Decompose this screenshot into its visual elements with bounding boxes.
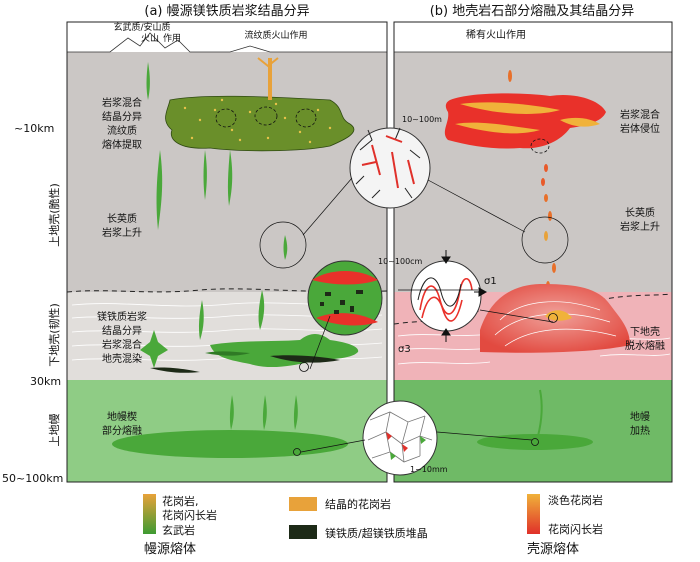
b-lower-line-2: 脱水熔融 <box>625 339 665 352</box>
legend-basalt: 玄武岩 <box>162 523 195 537</box>
b-felsic-line-1: 长英质 <box>625 206 655 219</box>
legend-granodiorite: 花岗闪长岩 <box>548 522 603 536</box>
sigma-3-label: σ3 <box>398 344 411 355</box>
b-mix-line-1: 岩浆混合 <box>620 108 660 121</box>
rare-volcano-label: 稀有火山作用 <box>466 28 526 41</box>
b-mix-line-2: 岩体侵位 <box>620 122 660 135</box>
depth-50-100km: 50~100km <box>2 472 63 485</box>
volcano-label-1: 玄武质/安山质 <box>113 21 170 33</box>
a-felsic-line-2: 岩浆上升 <box>102 226 142 239</box>
legend-crust-melt: 壳源熔体 <box>527 542 579 557</box>
b-lower-line-1: 下地壳 <box>630 325 660 338</box>
mantle-melt-zone-b <box>477 434 593 450</box>
legend-crust-melt-swatch <box>527 494 540 534</box>
panel-b <box>393 21 673 483</box>
chamber-speckles <box>183 98 332 144</box>
a-mix-line-3: 流纹质 <box>107 124 137 137</box>
depth-10km: ~10km <box>14 122 54 135</box>
legend-granite-line-1: 花岗岩, <box>162 494 199 508</box>
a-lower-line-1: 镁铁质岩浆 <box>97 310 147 323</box>
b-mantle-line-2: 加热 <box>630 424 650 437</box>
panel-a-surface <box>67 32 387 53</box>
inset-mixing <box>307 260 383 336</box>
volcano-label-2: 火山 <box>141 33 159 44</box>
panel-b-title: (b) 地壳岩石部分熔融及其结晶分异 <box>430 4 635 19</box>
legend-leuco-granite: 淡色花岗岩 <box>548 493 603 507</box>
basalt-dykes-a <box>146 62 298 430</box>
legend-swatches <box>143 494 540 539</box>
mantle-melt-zone-a <box>112 430 348 458</box>
rhyolite-conduit <box>268 58 272 100</box>
scale-1-10mm: 1~10mm <box>410 465 448 474</box>
a-felsic-line-1: 长英质 <box>107 212 137 225</box>
upper-crust-label: 上地壳(脆性) <box>47 183 61 247</box>
a-mantle-line-2: 部分熔融 <box>102 424 142 437</box>
volcano-label-3: 作用 <box>163 32 181 44</box>
legend-mantle-melt-swatch <box>143 494 156 534</box>
legend-crystal-granite: 结晶的花岗岩 <box>325 497 391 511</box>
upper-mantle-label: 上地幔 <box>48 414 61 447</box>
scale-10-100cm: 10~100cm <box>378 257 423 266</box>
b-felsic-line-2: 岩浆上升 <box>620 220 660 233</box>
panel-a-title: (a) 幔源镁铁质岩浆结晶分异 <box>144 4 309 19</box>
legend-mantle-melt: 幔源熔体 <box>144 542 196 557</box>
stress-arrows <box>441 250 488 342</box>
legend-granite-line-2: 花岗闪长岩 <box>162 508 217 522</box>
depth-30km: 30km <box>30 375 61 388</box>
panel-b-mantle <box>394 380 672 482</box>
a-lower-line-3: 岩浆混合 <box>102 338 142 351</box>
legend-cumulate: 镁铁质/超镁铁质堆晶 <box>325 526 428 540</box>
a-mantle-line-1: 地幔楔 <box>107 410 137 423</box>
b-mantle-line-1: 地幔 <box>630 410 650 423</box>
inset-folds <box>410 260 482 332</box>
a-mix-line-1: 岩浆混合 <box>102 96 142 109</box>
a-lower-line-2: 结晶分异 <box>102 324 142 337</box>
panel-a-upper-crust <box>67 52 387 292</box>
panel-b-sky <box>394 22 672 52</box>
legend-cumulate-swatch <box>289 525 317 539</box>
inset-crack-network <box>349 127 431 209</box>
legend-crystal-granite-swatch <box>289 497 317 511</box>
leader-lines <box>259 177 569 453</box>
felsic-pods-b <box>508 70 556 291</box>
panel-a <box>66 21 388 483</box>
inset-grains <box>362 400 438 476</box>
rhyolite-volcano-label: 流纹质火山作用 <box>244 29 307 41</box>
panel-b-upper-crust <box>394 52 672 292</box>
sigma-1-label: σ1 <box>484 276 497 287</box>
a-mix-line-2: 结晶分异 <box>102 110 142 123</box>
a-mix-line-4: 熔体提取 <box>102 138 142 151</box>
lower-crust-label: 下地壳(韧性) <box>47 303 61 367</box>
scale-10-100m: 10~100m <box>402 115 442 124</box>
a-lower-line-4: 地壳混染 <box>102 352 142 365</box>
